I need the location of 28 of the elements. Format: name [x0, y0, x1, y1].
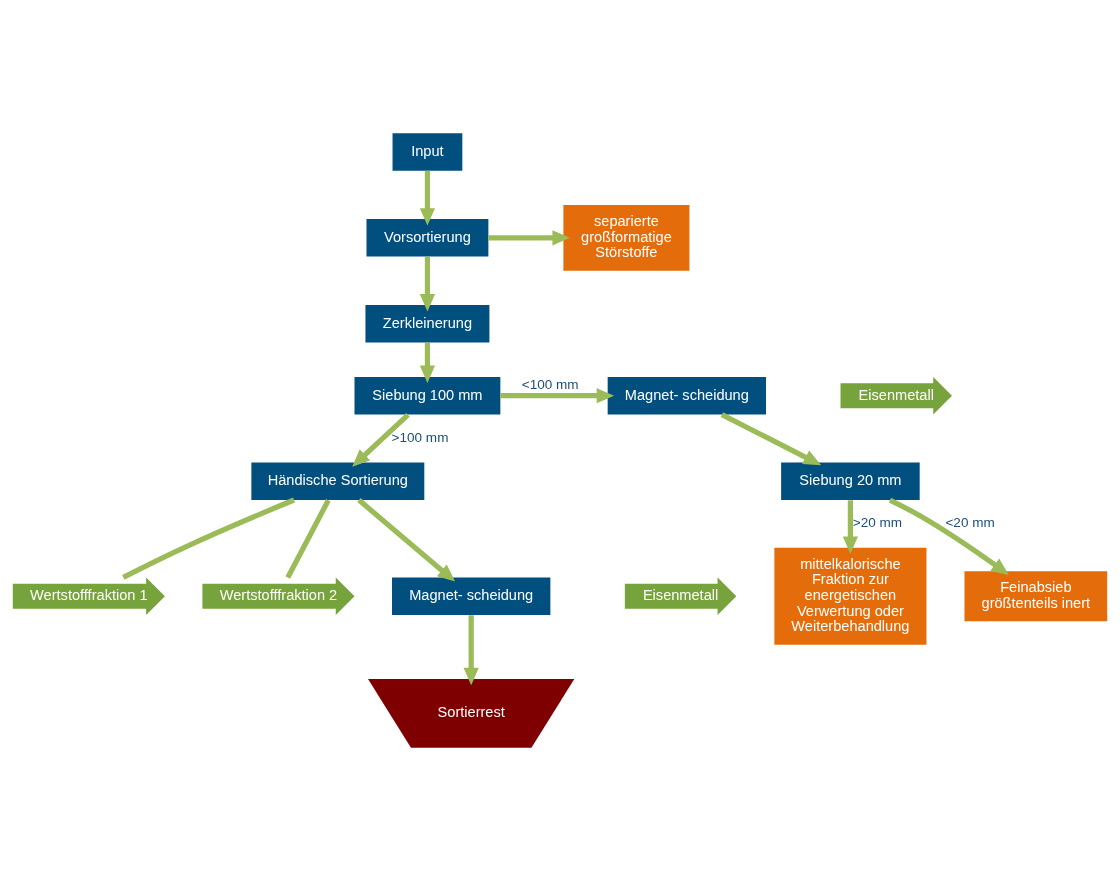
- arrow: [842, 500, 859, 554]
- node-box: Händische Sortierung: [251, 462, 425, 500]
- edge-label: >20 mm: [852, 515, 903, 531]
- node-box: Vorsortierung: [366, 219, 489, 257]
- arrow: [500, 388, 615, 404]
- arrow: [888, 497, 1009, 575]
- edge-label: <20 mm: [945, 515, 995, 531]
- connector: [285, 499, 331, 579]
- arrow: [720, 412, 822, 466]
- edge-label: >100 mm: [391, 429, 449, 445]
- arrow: [488, 230, 570, 246]
- node-box: Siebung 100 mm: [354, 376, 501, 415]
- node-box: Siebung 20 mm: [781, 462, 920, 500]
- connector: [122, 497, 295, 580]
- node-box: Input: [392, 133, 463, 171]
- node-box: Magnet- scheidung: [607, 376, 766, 415]
- node-box: Magnet- scheidung: [392, 577, 551, 615]
- node-box: separierte großformatige Störstoffe: [563, 205, 690, 271]
- arrow: [419, 256, 436, 312]
- arrow: [419, 170, 436, 226]
- arrow: [357, 498, 456, 582]
- node-box: Zerkleinerung: [365, 305, 490, 343]
- node-box: mittelkalorische Fraktion zur energetischen Verwertung oder Weiterbehandlung: [774, 547, 927, 645]
- arrow: [419, 342, 436, 383]
- arrow: [463, 615, 479, 686]
- arrow: [352, 412, 410, 467]
- edge-label: <100 mm: [521, 376, 579, 392]
- node-box: Feinabsieb größtenteils inert: [964, 571, 1108, 622]
